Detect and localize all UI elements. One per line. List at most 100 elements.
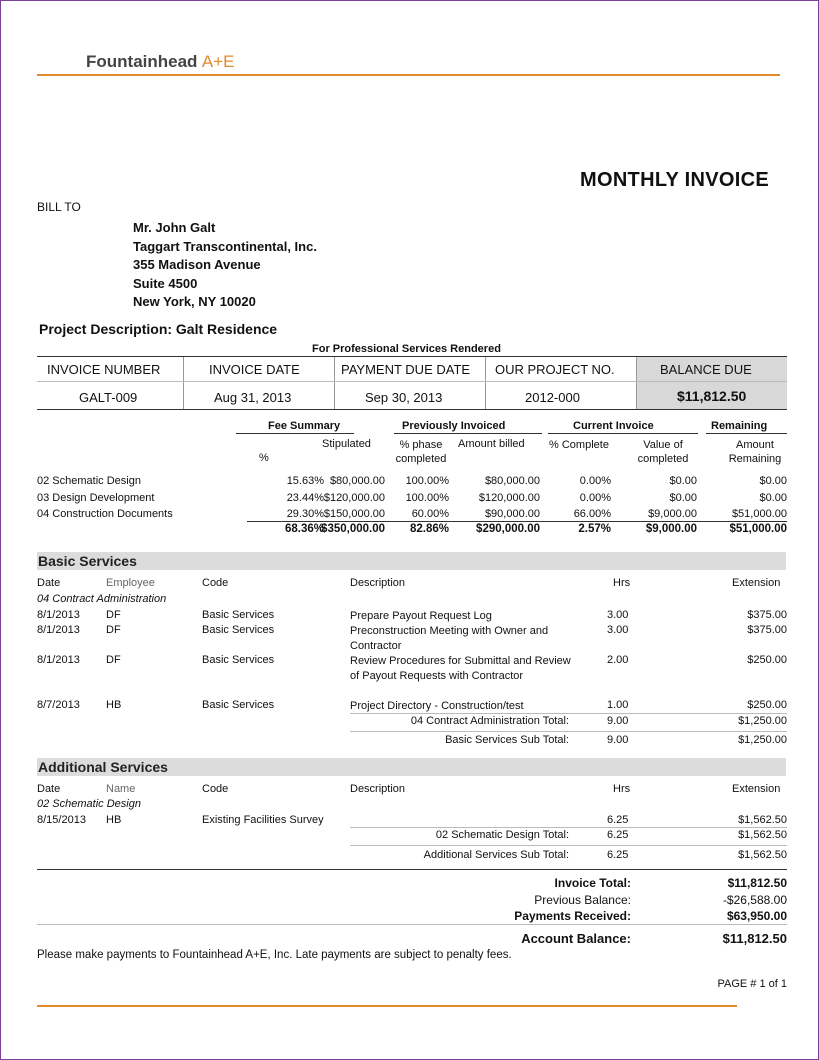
- project-line: Project Description: Galt Residence: [39, 321, 277, 337]
- footer-rule: [37, 1005, 737, 1007]
- fee-remaining: $0.00: [759, 491, 787, 504]
- basic-date: 8/1/2013: [37, 609, 80, 621]
- services-caption: For Professional Services Rendered: [312, 343, 501, 355]
- logo-suffix: A+E: [201, 52, 235, 71]
- fee-phase: 03 Design Development: [37, 491, 155, 504]
- basic-code: Basic Services: [202, 699, 275, 711]
- meta-divider: [485, 357, 486, 409]
- basic-subtotal-label: Basic Services Sub Total:: [445, 734, 569, 746]
- additional-subtotal-label: Additional Services Sub Total:: [423, 849, 569, 861]
- basic-employee: DF: [106, 654, 121, 666]
- fee-sub-value-completed: Value of completed: [637, 439, 689, 465]
- summary-rule: [37, 924, 787, 925]
- basic-code: Basic Services: [202, 654, 275, 666]
- previously-invoiced-header: Previously Invoiced: [402, 420, 506, 432]
- fee-row: 03 Design Development 23.44% $120,000.00…: [37, 490, 787, 507]
- fee-billed: $120,000.00: [478, 491, 540, 504]
- invoice-total-value: $11,812.50: [727, 876, 787, 890]
- balance-due-value: $11,812.50: [677, 388, 747, 404]
- col-code: Code: [202, 577, 229, 589]
- col-code: Code: [202, 783, 229, 795]
- account-balance-label: Account Balance:: [521, 931, 631, 946]
- fee-total-current-value: $9,000.00: [645, 523, 697, 535]
- meta-divider: [334, 357, 335, 409]
- meta-bottom-rule: [37, 409, 787, 410]
- header-rule: [37, 74, 780, 76]
- fee-sub-amount-billed: Amount billed: [458, 438, 525, 450]
- fee-pct: 29.30%: [286, 508, 324, 520]
- fee-total-current-pct: 2.57%: [578, 523, 611, 535]
- meta-header-due-date: PAYMENT DUE DATE: [341, 362, 471, 377]
- basic-extension: $250.00: [747, 699, 787, 711]
- bill-to-line: 355 Madison Avenue: [133, 257, 261, 272]
- basic-employee: DF: [106, 609, 121, 621]
- basic-date: 8/1/2013: [37, 624, 80, 636]
- fee-group-rule: [394, 433, 542, 434]
- col-name: Name: [106, 783, 136, 795]
- fee-group-rule: [236, 433, 354, 434]
- meta-divider: [636, 357, 637, 409]
- fee-total-phase-completed: 82.86%: [409, 523, 449, 535]
- basic-hrs: 3.00: [607, 624, 629, 636]
- basic-date: 8/1/2013: [37, 654, 80, 666]
- additional-services-title: Additional Services: [38, 759, 168, 775]
- basic-extension: $375.00: [747, 609, 787, 621]
- account-balance-value: $11,812.50: [722, 931, 787, 946]
- bill-to-line: Mr. John Galt: [133, 220, 216, 235]
- additional-hrs: 6.25: [607, 814, 629, 826]
- basic-description: Review Procedures for Submittal and Revi…: [350, 655, 571, 682]
- logo-name: Fountainhead: [86, 52, 198, 71]
- fee-phase-completed: 100.00%: [405, 491, 449, 504]
- page-number: PAGE # 1 of 1: [717, 978, 787, 990]
- basic-description: Preconstruction Meeting with Owner and C…: [350, 625, 549, 652]
- additional-employee: HB: [106, 814, 122, 826]
- bill-to-line: Taggart Transcontinental, Inc.: [133, 238, 317, 254]
- basic-description: Project Directory - Construction/test: [350, 700, 524, 712]
- payment-note: Please make payments to Fountainhead A+E…: [37, 949, 512, 961]
- basic-code: Basic Services: [202, 624, 275, 636]
- fee-current-value: $9,000.00: [648, 508, 697, 520]
- summary-top-rule: [37, 869, 787, 870]
- fee-totals-row: 68.36% $350,000.00 82.86% $290,000.00 2.…: [37, 523, 787, 539]
- fee-phase: 02 Schematic Design: [37, 475, 141, 487]
- bill-to-label: BILL TO: [37, 200, 81, 214]
- additional-subtotal-hrs: 6.25: [607, 849, 629, 861]
- basic-phase-total-hrs: 9.00: [607, 715, 629, 727]
- invoice-total-label: Invoice Total:: [554, 876, 631, 890]
- meta-divider: [183, 357, 184, 409]
- additional-phase-name: 02 Schematic Design: [37, 798, 141, 810]
- basic-extension: $250.00: [747, 654, 787, 666]
- invoice-number-value: GALT-009: [79, 390, 138, 405]
- basic-services-band: [37, 552, 786, 570]
- col-description: Description: [350, 783, 406, 795]
- fee-summary-header: Fee Summary: [268, 420, 341, 432]
- bill-to-line: New York, NY 10020: [133, 294, 256, 309]
- basic-employee: HB: [106, 699, 122, 711]
- meta-header-balance-due: BALANCE DUE: [660, 362, 752, 377]
- basic-subtotal-ext: $1,250.00: [738, 734, 787, 746]
- project-label: Project Description:: [39, 321, 173, 337]
- bill-to-address: Mr. John Galt Taggart Transcontinental, …: [133, 219, 317, 312]
- meta-header-project-no: OUR PROJECT NO.: [495, 362, 615, 377]
- fee-phase: 04 Construction Documents: [37, 508, 173, 520]
- fee-row: 04 Construction Documents 29.30% $150,00…: [37, 506, 787, 523]
- fee-phase-completed: 60.00%: [411, 508, 449, 520]
- basic-phase-total-ext: $1,250.00: [738, 715, 787, 727]
- fee-total-billed: $290,000.00: [476, 523, 540, 535]
- fee-group-rule: [548, 433, 698, 434]
- basic-date: 8/7/2013: [37, 699, 80, 711]
- additional-phase-total-hrs: 6.25: [607, 829, 629, 841]
- meta-mid-rule: [37, 381, 787, 382]
- fee-stipulated: $150,000.00: [323, 508, 385, 520]
- col-employee: Employee: [106, 577, 155, 589]
- fee-table-body: 02 Schematic Design 15.63% $80,000.00 10…: [37, 473, 787, 523]
- basic-hrs: 2.00: [607, 654, 629, 666]
- project-no-value: 2012-000: [525, 390, 580, 405]
- previous-balance-value: -$26,588.00: [722, 893, 787, 907]
- payments-label: Payments Received:: [514, 909, 631, 923]
- fee-sub-amount-remaining: Amount Remaining: [728, 439, 782, 465]
- fee-total-pct: 68.36%: [284, 523, 324, 535]
- fee-stipulated: $80,000.00: [329, 475, 385, 487]
- additional-code: Existing Facilities Survey: [202, 814, 324, 826]
- fee-phase-completed: 100.00%: [405, 475, 449, 487]
